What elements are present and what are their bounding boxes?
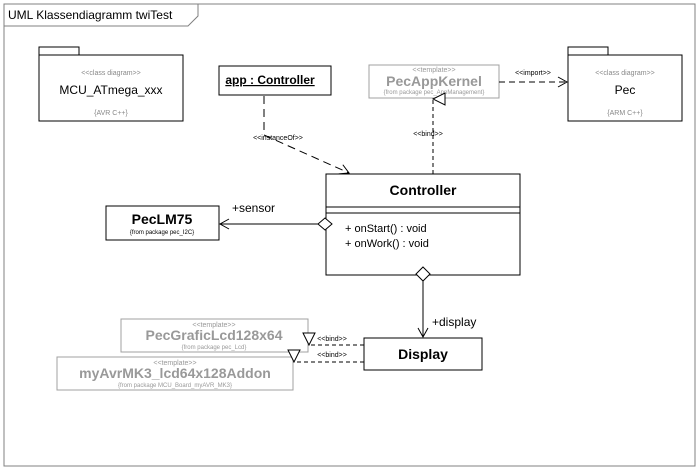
package-pec[interactable]: <<class diagram>> Pec {ARM C++} xyxy=(567,46,683,122)
aggregation-diamond-sensor xyxy=(317,217,333,231)
class-pecappkernel[interactable]: <<template>> PecAppKernel {from package … xyxy=(368,64,500,99)
class-peclm75[interactable]: PecLM75 {from package pec_I2C} xyxy=(105,205,220,241)
class-lcd-stereotype: <<template>> xyxy=(192,322,235,329)
class-mk3-name: myAvrMK3_lcd64x128Addon xyxy=(79,365,271,381)
class-myavrmk3-addon[interactable]: <<template>> myAvrMK3_lcd64x128Addon {fr… xyxy=(56,356,294,391)
package-mcu-name: MCU_ATmega_xxx xyxy=(59,83,162,97)
relation-bind-mk3[interactable]: <<bind>> xyxy=(294,352,364,362)
package-pec-note: {ARM C++} xyxy=(607,110,643,117)
relation-display[interactable]: +display xyxy=(415,266,476,339)
relation-instanceof[interactable]: <<instanceOf>> xyxy=(253,96,350,175)
package-mcu-stereotype: <<class diagram>> xyxy=(81,70,141,77)
relation-bind-mk3-label: <<bind>> xyxy=(317,352,347,359)
class-mk3-from: {from package MCU_Board_myAVR_MK3} xyxy=(118,383,232,389)
relation-sensor[interactable]: +sensor xyxy=(218,201,333,231)
class-display-name: Display xyxy=(398,346,448,362)
relation-instanceof-label: <<instanceOf>> xyxy=(253,135,303,142)
object-app-name: app : Controller xyxy=(225,73,315,87)
class-peclm75-from: {from package pec_I2C} xyxy=(130,230,194,236)
relation-bind-lcd-label: <<bind>> xyxy=(317,336,347,343)
class-display[interactable]: Display xyxy=(363,337,483,371)
frame-title-tab xyxy=(4,4,199,27)
object-app-controller[interactable]: app : Controller xyxy=(218,65,332,96)
package-pec-stereotype: <<class diagram>> xyxy=(595,70,655,77)
class-pecappkernel-stereotype: <<template>> xyxy=(412,67,455,74)
class-mk3-stereotype: <<template>> xyxy=(153,360,196,367)
class-controller[interactable]: Controller + onStart() : void + onWork()… xyxy=(325,173,521,276)
frame-title: UML Klassendiagramm twiTest xyxy=(8,8,173,22)
package-pec-name: Pec xyxy=(615,83,636,97)
package-mcu-note: {AVR C++} xyxy=(94,110,128,117)
class-controller-name: Controller xyxy=(390,182,457,198)
class-controller-op-onstart: + onStart() : void xyxy=(345,223,427,235)
class-pecgraficlcd128x64[interactable]: <<template>> PecGraficLcd128x64 {from pa… xyxy=(120,318,309,353)
class-lcd-name: PecGraficLcd128x64 xyxy=(146,327,283,343)
class-peclm75-name: PecLM75 xyxy=(132,211,193,227)
relation-import-label: <<import>> xyxy=(515,70,551,77)
relation-display-label: +display xyxy=(432,315,476,329)
relation-bind-lcd[interactable]: <<bind>> xyxy=(309,336,364,345)
relation-bind-kernel-label: <<bind>> xyxy=(413,131,443,138)
package-mcu[interactable]: <<class diagram>> MCU_ATmega_xxx {AVR C+… xyxy=(38,46,184,122)
class-pecappkernel-from: {from package pec_AppManagement} xyxy=(384,90,485,96)
class-controller-op-onwork: + onWork() : void xyxy=(345,238,429,250)
class-lcd-from: {from package pec_Lcd} xyxy=(182,345,247,351)
relation-import[interactable]: <<import>> xyxy=(499,70,569,88)
class-pecappkernel-name: PecAppKernel xyxy=(386,73,482,89)
relation-bind-kernel[interactable]: <<bind>> xyxy=(413,99,443,174)
relation-sensor-label: +sensor xyxy=(232,201,275,215)
